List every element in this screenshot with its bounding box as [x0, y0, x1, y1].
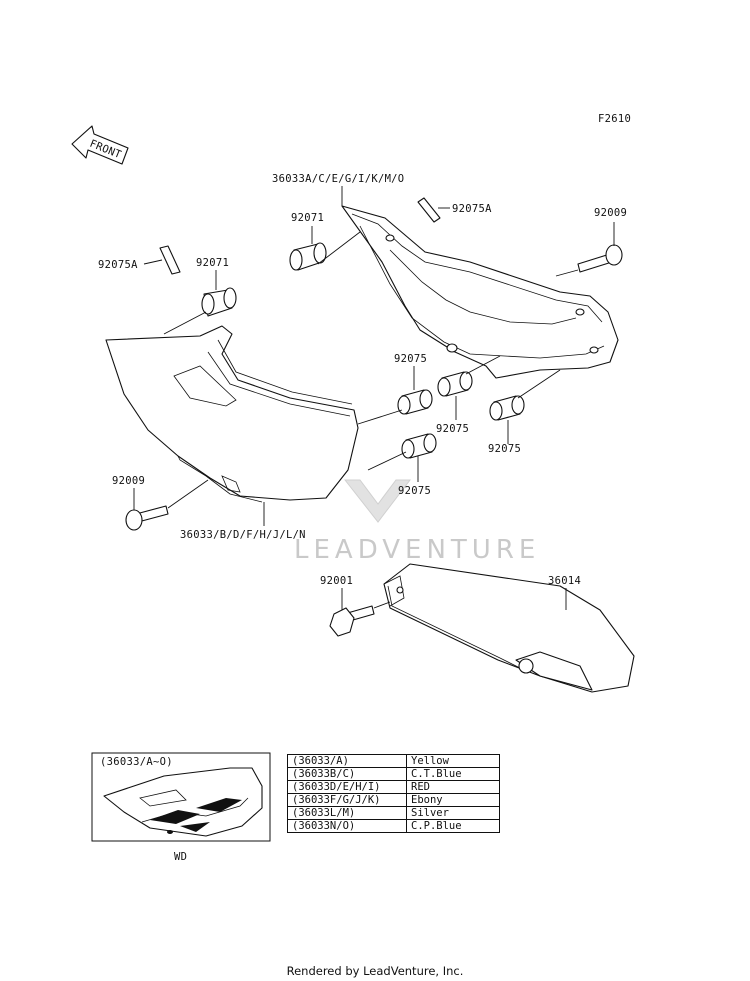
label-cover-right: 36033A/C/E/G/I/K/M/O: [272, 173, 404, 185]
table-cell-color: Silver: [406, 806, 500, 820]
table-cell-color: RED: [406, 780, 500, 794]
label-92075-a: 92075: [394, 353, 427, 365]
table-row: (36033F/G/J/K) Ebony: [287, 793, 500, 807]
inset-caption: WD: [174, 851, 187, 863]
label-92075A-upper: 92075A: [452, 203, 492, 215]
footer-credit: Rendered by LeadVenture, Inc.: [286, 964, 464, 978]
label-92075-b: 92075: [436, 423, 469, 435]
label-92075A-left: 92075A: [98, 259, 138, 271]
table-row: (36033L/M) Silver: [287, 806, 500, 820]
label-cover-left: 36033/B/D/F/H/J/L/N: [180, 529, 306, 541]
table-cell-color: C.T.Blue: [406, 767, 500, 781]
table-cell-code: (36033B/C): [287, 767, 407, 781]
label-92009-lower: 92009: [112, 475, 145, 487]
table-cell-code: (36033/A): [287, 754, 407, 768]
watermark: LEADVENTURE: [294, 479, 540, 565]
label-92071-left: 92071: [196, 257, 229, 269]
table-row: (36033/A) Yellow: [287, 754, 500, 768]
damper-92075-c: [489, 395, 525, 421]
grommet-92071-left: [201, 287, 237, 317]
table-cell-color: Ebony: [406, 793, 500, 807]
table-cell-code: (36033F/G/J/K): [287, 793, 407, 807]
table-cell-color: Yellow: [406, 754, 500, 768]
table-row: (36033B/C) C.T.Blue: [287, 767, 500, 781]
side-cover-right: [341, 205, 619, 379]
label-36014: 36014: [548, 575, 581, 587]
pin-92075A-left: [159, 245, 181, 275]
table-cell-color: C.P.Blue: [406, 819, 500, 833]
pin-92075A-upper: [417, 197, 441, 223]
table-cell-code: (36033D/E/H/I): [287, 780, 407, 794]
label-92075-c: 92075: [488, 443, 521, 455]
table-cell-code: (36033N/O): [287, 819, 407, 833]
table-cell-code: (36033L/M): [287, 806, 407, 820]
label-92009-upper: 92009: [594, 207, 627, 219]
bolt-92009-lower: [125, 505, 169, 531]
label-92071-upper: 92071: [291, 212, 324, 224]
inset-box: (36033/A~O) WD: [91, 752, 271, 863]
label-92001: 92001: [320, 575, 353, 587]
side-cover-left: [105, 325, 359, 503]
damper-92075-b: [437, 371, 473, 397]
bolt-92009-upper: [577, 244, 623, 273]
front-arrow-icon: FRONT: [71, 125, 129, 165]
inset-title: (36033/A~O): [100, 756, 173, 768]
table-row: (36033N/O) C.P.Blue: [287, 819, 500, 833]
damper-92075-a: [397, 389, 433, 415]
color-table: (36033/A) Yellow (36033B/C) C.T.Blue (36…: [287, 754, 500, 833]
cover-36014: [383, 563, 635, 693]
figure-code: F2610: [598, 113, 631, 125]
bolt-92001: [329, 605, 375, 637]
label-92075-d: 92075: [398, 485, 431, 497]
damper-92075-d: [401, 433, 437, 459]
grommet-92071-upper: [289, 242, 327, 271]
watermark-text: LEADVENTURE: [294, 535, 540, 565]
table-row: (36033D/E/H/I) RED: [287, 780, 500, 794]
